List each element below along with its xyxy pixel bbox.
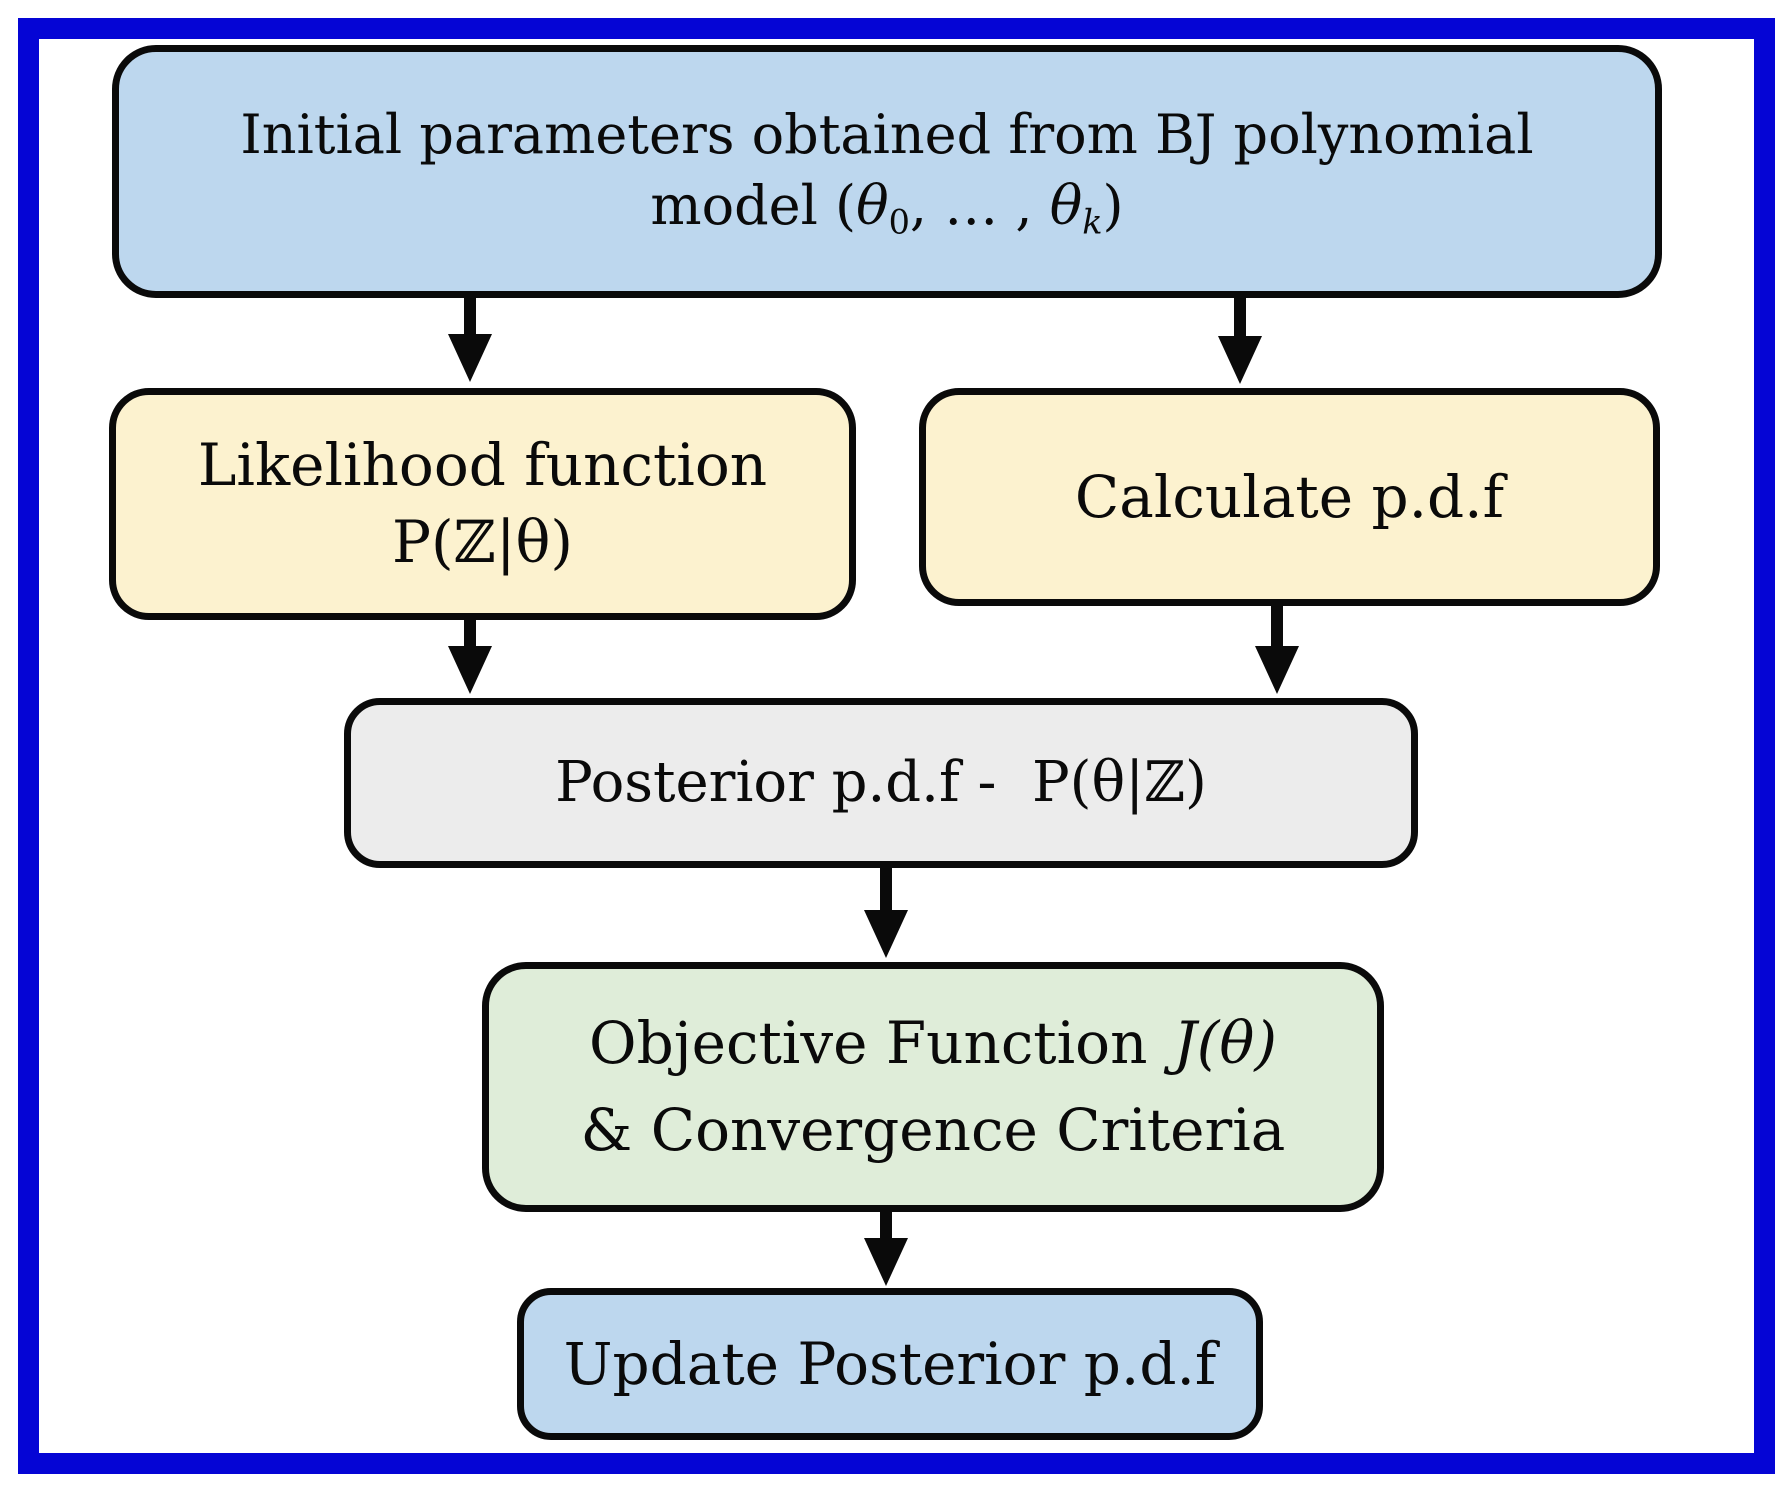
likelihood-line2: P(ℤ|θ): [391, 508, 574, 576]
arrow-head-icon: [1255, 646, 1299, 694]
likelihood-line1: Likelihood function: [197, 431, 768, 500]
arrow-objective-to-update: [864, 1212, 908, 1286]
arrow-likelihood-to-posterior: [448, 620, 492, 694]
arrow-shaft: [1271, 606, 1283, 646]
arrow-shaft: [880, 868, 892, 910]
arrow-shaft: [464, 298, 476, 334]
arrow-posterior-to-objective: [864, 868, 908, 958]
arrow-head-icon: [864, 1238, 908, 1286]
calculate-pdf-label: Calculate p.d.f: [1074, 462, 1505, 531]
node-posterior-pdf: Posterior p.d.f - P(θ|ℤ): [344, 698, 1418, 868]
update-posterior-label: Update Posterior p.d.f: [563, 1329, 1217, 1398]
objective-line2: & Convergence Criteria: [580, 1096, 1286, 1164]
arrow-shaft: [1234, 298, 1246, 336]
arrow-head-icon: [864, 910, 908, 958]
initial-parameters-line2: model (θ0, … , θk): [650, 173, 1124, 242]
arrow-shaft: [880, 1212, 892, 1238]
arrow-head-icon: [448, 646, 492, 694]
arrow-initial-to-calculate: [1218, 298, 1262, 384]
arrow-shaft: [464, 620, 476, 646]
posterior-pdf-label: Posterior p.d.f - P(θ|ℤ): [555, 750, 1207, 816]
node-calculate-pdf: Calculate p.d.f: [919, 388, 1660, 606]
node-likelihood-function: Likelihood function P(ℤ|θ): [109, 388, 856, 620]
outer-frame-border: [18, 18, 1775, 1474]
arrow-head-icon: [1218, 336, 1262, 384]
arrow-calculate-to-posterior: [1255, 606, 1299, 694]
node-update-posterior: Update Posterior p.d.f: [517, 1288, 1263, 1440]
arrow-head-icon: [448, 334, 492, 382]
initial-parameters-line1: Initial parameters obtained from BJ poly…: [240, 102, 1534, 166]
arrow-initial-to-likelihood: [448, 298, 492, 382]
node-initial-parameters: Initial parameters obtained from BJ poly…: [112, 45, 1662, 298]
